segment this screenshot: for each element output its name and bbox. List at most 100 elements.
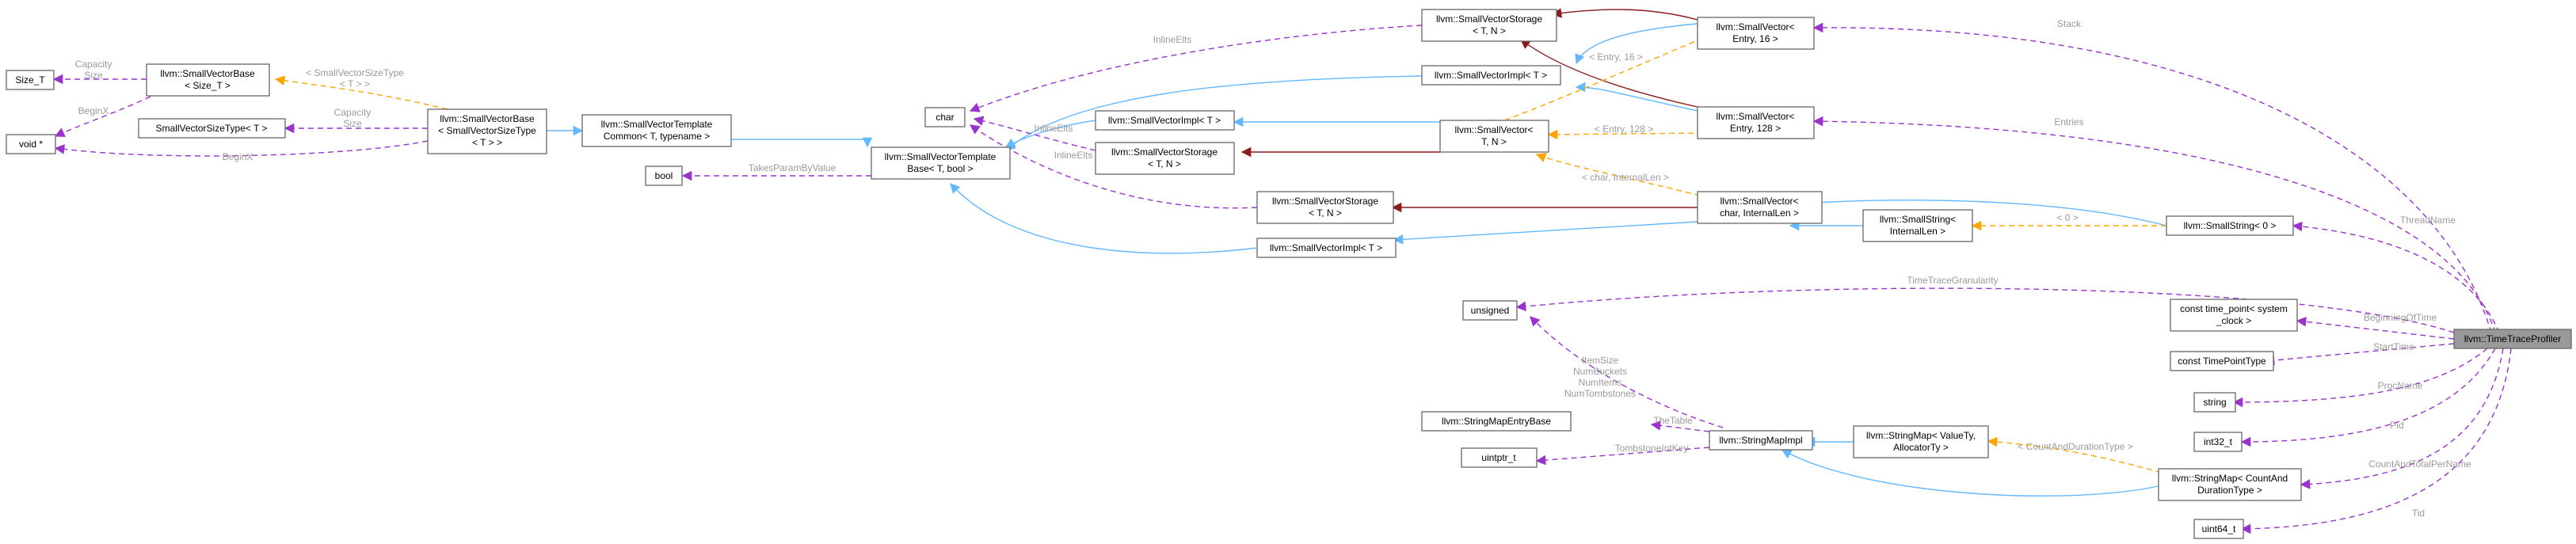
node-uint64-t[interactable]: uint64_t [2193,519,2244,539]
svg-text:llvm::SmallVectorImpl< T >: llvm::SmallVectorImpl< T > [1270,242,1382,253]
edge-svsizetype-template: < SmallVectorSizeType< T > > [274,67,448,110]
node-time-point[interactable]: const time_point< system_clock > [2170,299,2298,332]
edge-inline-elts-top: InlineElts [969,25,1423,112]
edge-svimpl-top-to-sv128 [1575,82,1698,112]
node-smallvectorstorage-mid[interactable]: llvm::SmallVectorStorage< T, N > [1095,142,1235,175]
node-timepointtype[interactable]: const TimePointType [2170,351,2274,371]
edge-takes-param: TakesParamByValue [681,162,871,181]
node-size-t[interactable]: Size_T [6,70,55,90]
edge-entry16: < Entry, 16 > [1486,37,1704,129]
edge-label-tombstone: TombstoneIntKey [1615,443,1689,454]
svg-text:llvm::SmallVector<Entry, 16 >: llvm::SmallVector<Entry, 16 > [1716,21,1794,44]
edge-tombstone: TombstoneIntKey [1535,443,1710,466]
svg-text:uint64_t: uint64_t [2202,523,2236,534]
svg-text:void *: void * [19,139,43,150]
edge-countandtotal: CountAndTotalPerName [2300,348,2504,489]
node-smallstring-internallen[interactable]: llvm::SmallString<InternalLen > [1862,209,1973,242]
edge-label-countandtotal: CountAndTotalPerName [2368,458,2471,470]
edge-label-inline-elts-low: InlineElts [1054,150,1093,161]
svg-text:llvm::SmallString<InternalLen: llvm::SmallString<InternalLen > [1880,214,1956,237]
svg-text:llvm::SmallVector<Entry, 128 >: llvm::SmallVector<Entry, 128 > [1716,111,1794,134]
node-bool[interactable]: bool [645,165,683,186]
node-smallvector-tn[interactable]: llvm::SmallVector<T, N > [1439,120,1549,153]
edge-smimpl-to-sm-count [1781,449,2159,497]
svg-text:bool: bool [655,170,673,181]
edge-label-char-internallen: < char, InternalLen > [1582,172,1669,183]
svg-text:const time_point< system_clock: const time_point< system_clock > [2180,303,2288,326]
edge-label-beginning: BeginningOfTime [2364,312,2437,323]
edge-label-procname: ProcName [2378,380,2423,391]
node-smallvectorstorage-low[interactable]: llvm::SmallVectorStorage< T, N > [1256,191,1394,224]
svg-text:uintptr_t: uintptr_t [1481,452,1516,463]
node-smallstring0[interactable]: llvm::SmallString< 0 > [2166,215,2294,236]
edge-threadname: ThreadName [2292,215,2500,333]
edge-procname: ProcName [2232,348,2488,408]
edge-label-threadname: ThreadName [2400,215,2456,226]
node-char[interactable]: char [924,107,966,127]
node-smallvectorimpl-top[interactable]: llvm::SmallVectorImpl< T > [1421,65,1561,86]
svg-text:llvm::SmallVectorStorage< T, N: llvm::SmallVectorStorage< T, N > [1272,196,1378,219]
node-timetraceprofiler[interactable]: llvm::TimeTraceProfiler [2453,329,2572,349]
node-stringmap-valuety[interactable]: llvm::StringMap< ValueTy,AllocatorTy > [1853,425,1989,458]
edge-label-pid: Pid [2390,420,2403,431]
svg-text:string: string [2203,397,2226,408]
edge-granularity: TimeTraceGranularity [1515,275,2455,333]
svg-text:unsigned: unsigned [1471,305,1510,316]
edge-label-entries: Entries [2054,116,2083,127]
edge-label-inline-elts-top: InlineElts [1153,34,1192,45]
edge-starttime: StartTime [2264,341,2455,366]
node-uintptr-t[interactable]: uintptr_t [1461,447,1538,468]
svg-text:llvm::SmallVector<T, N >: llvm::SmallVector<T, N > [1454,124,1533,147]
svg-text:llvm::SmallVectorBase< Size_T: llvm::SmallVectorBase< Size_T > [160,68,255,91]
edge-beginx-a: BeginX [54,96,151,137]
node-smallvectorimpl-mid[interactable]: llvm::SmallVectorImpl< T > [1095,110,1235,131]
edge-label-inline-elts-mid: InlineElts [1035,123,1073,134]
node-smallvector-entry128[interactable]: llvm::SmallVector<Entry, 128 > [1697,106,1815,139]
edge-svimpl-low-to-sv-char [1393,221,1698,245]
svg-text:int32_t: int32_t [2204,436,2233,447]
svg-text:llvm::SmallVectorBase< SmallVe: llvm::SmallVectorBase< SmallVectorSizeTy… [438,113,536,148]
svg-text:Size_T: Size_T [15,74,45,86]
svg-text:llvm::StringMapEntryBase: llvm::StringMapEntryBase [1442,416,1551,427]
node-smallvectorbase-size-t[interactable]: llvm::SmallVectorBase< Size_T > [146,63,270,97]
edge-tid: Tid [2240,348,2512,534]
edge-svtc-to-svtb [689,137,873,148]
edge-zero: < 0 > [1971,212,2166,231]
svg-text:llvm::StringMap< ValueTy,Alloc: llvm::StringMap< ValueTy,AllocatorTy > [1866,430,1976,453]
svg-text:llvm::SmallVectorImpl< T >: llvm::SmallVectorImpl< T > [1435,70,1547,81]
node-smallvectorsizetype[interactable]: SmallVectorSizeType< T > [138,118,286,139]
edge-svimpl-top-to-svtb [1005,75,1423,151]
edge-label-takes-param: TakesParamByValue [749,162,836,173]
svg-text:llvm::StringMap< CountAndDurat: llvm::StringMap< CountAndDurationType > [2172,473,2288,496]
nodes: Size_T void * llvm::SmallVectorBase< Siz… [6,9,2572,539]
svg-text:SmallVectorSizeType< T >: SmallVectorSizeType< T > [156,123,268,134]
node-smallvector-char[interactable]: llvm::SmallVector<char, InternalLen > [1697,191,1823,224]
node-smallvector-entry16[interactable]: llvm::SmallVector<Entry, 16 > [1697,17,1815,50]
node-unsigned[interactable]: unsigned [1462,300,1518,321]
node-smallvectorstorage-top[interactable]: llvm::SmallVectorStorage< T, N > [1421,9,1557,42]
edge-svimpl-low-to-svtb [950,183,1258,254]
svg-text:llvm::SmallString< 0 >: llvm::SmallString< 0 > [2184,220,2277,231]
node-stringmapimpl[interactable]: llvm::StringMapImpl [1709,430,1813,451]
node-smallvectorimpl-low[interactable]: llvm::SmallVectorImpl< T > [1256,238,1397,258]
node-stringmapentrybase[interactable]: llvm::StringMapEntryBase [1421,411,1572,432]
svg-text:const TimePointType: const TimePointType [2178,356,2266,367]
node-int32-t[interactable]: int32_t [2193,432,2243,452]
node-smallvectorbase-svst[interactable]: llvm::SmallVectorBase< SmallVectorSizeTy… [427,108,547,154]
svg-text:char: char [936,112,954,123]
edge-label-svsizetype-template: < SmallVectorSizeType< T > > [306,67,404,89]
edge-label-stack: Stack [2057,18,2082,29]
edge-label-tid: Tid [2412,508,2425,519]
node-void-ptr[interactable]: void * [6,134,56,154]
edge-storage-top-to-sv16 [1551,8,1698,21]
node-string[interactable]: string [2193,392,2236,413]
